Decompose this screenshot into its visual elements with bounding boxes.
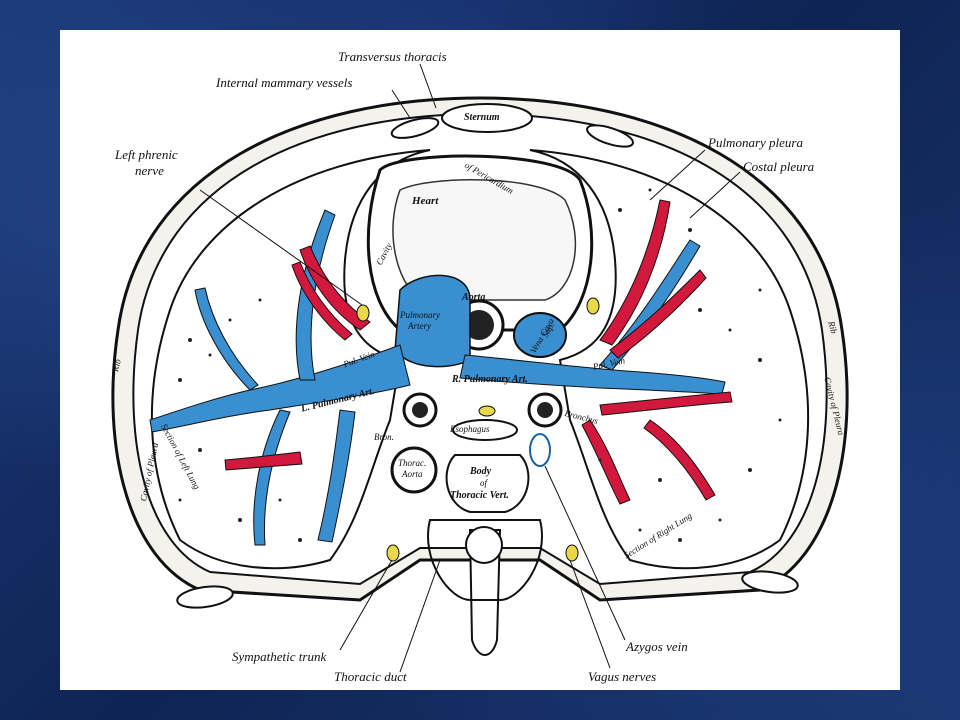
right-phrenic-nerve-dot bbox=[586, 297, 600, 315]
left-lower-red-vessel bbox=[224, 451, 303, 471]
label-thoracic-aorta-2: Aorta bbox=[402, 469, 423, 479]
label-transversus-thoracis: Transversus thoracis bbox=[338, 49, 447, 64]
label-esophagus: Esophagus bbox=[450, 424, 490, 434]
label-pulmonary-artery-2: Artery bbox=[408, 321, 431, 331]
left-phrenic-nerve-dot bbox=[356, 304, 370, 322]
left-upper-blue-branch bbox=[295, 209, 336, 381]
right-pulmonary-vein bbox=[599, 199, 671, 346]
rib-cartilage-left bbox=[390, 117, 440, 139]
label-bronchus-left: Bron. bbox=[374, 432, 394, 442]
right-lower-red-branch-2 bbox=[581, 419, 631, 505]
right-pulmonary-vein-2 bbox=[609, 269, 707, 359]
rib-cartilage-back-right bbox=[741, 570, 799, 594]
label-aorta: Aorta bbox=[462, 292, 486, 303]
vertebral-body bbox=[445, 454, 530, 513]
vagus-nerve-dot bbox=[478, 405, 496, 417]
left-pulmonary-vein bbox=[299, 245, 371, 331]
superior-vena-cava bbox=[513, 312, 567, 358]
left-lung-section bbox=[150, 149, 431, 570]
left-pulmonary-vein-2 bbox=[291, 261, 353, 341]
heart bbox=[392, 179, 577, 301]
label-costal-pleura: Costal pleura bbox=[743, 159, 815, 174]
label-pulmonary-artery-1: Pulmonary bbox=[400, 310, 440, 320]
label-r-pulmonary-art: R. Pulmonary Art. bbox=[452, 374, 528, 385]
left-branch-down bbox=[253, 409, 291, 546]
leader-lines bbox=[199, 63, 741, 673]
spinal-canal bbox=[465, 526, 503, 564]
label-internal-mammary-vessels: Internal mammary vessels bbox=[216, 75, 353, 90]
label-sternum: Sternum bbox=[464, 112, 500, 123]
label-body-of-vert-1: Body bbox=[470, 466, 492, 477]
label-thoracic-aorta-1: Thorac. bbox=[398, 458, 427, 468]
label-azygos-vein: Azygos vein bbox=[626, 639, 688, 654]
esophagus bbox=[452, 419, 518, 441]
lung-speckles bbox=[178, 188, 782, 542]
rib-cartilage-right bbox=[586, 124, 634, 148]
thoracic-aorta bbox=[390, 446, 438, 494]
left-branch-small bbox=[194, 287, 259, 391]
sternum bbox=[441, 103, 533, 133]
azygos-vein bbox=[529, 433, 551, 467]
label-sympathetic-trunk: Sympathetic trunk bbox=[232, 649, 327, 664]
sympathetic-trunk-left bbox=[386, 544, 400, 562]
rib-cartilage-back-left bbox=[176, 585, 234, 609]
label-body-of-vert-2: of bbox=[480, 478, 488, 488]
label-left-phrenic-nerve-2: nerve bbox=[135, 163, 164, 178]
vertebral-arch bbox=[427, 519, 543, 601]
label-vagus-nerves: Vagus nerves bbox=[588, 669, 657, 684]
label-body-of-vert-3: Thoracic Vert. bbox=[450, 490, 509, 501]
label-pulmonary-pleura: Pulmonary pleura bbox=[708, 135, 803, 150]
right-lung-section bbox=[529, 149, 810, 570]
right-lower-red-branch bbox=[599, 391, 733, 416]
pulmonary-trunk bbox=[394, 274, 471, 368]
label-heart: Heart bbox=[412, 195, 439, 207]
label-thoracic-duct: Thoracic duct bbox=[334, 669, 407, 684]
sympathetic-trunk-right bbox=[565, 544, 579, 562]
right-lower-red-branch-3 bbox=[643, 419, 716, 501]
left-lower-blue-branch bbox=[317, 409, 356, 543]
label-left-phrenic-nerve-1: Left phrenic bbox=[115, 147, 178, 162]
